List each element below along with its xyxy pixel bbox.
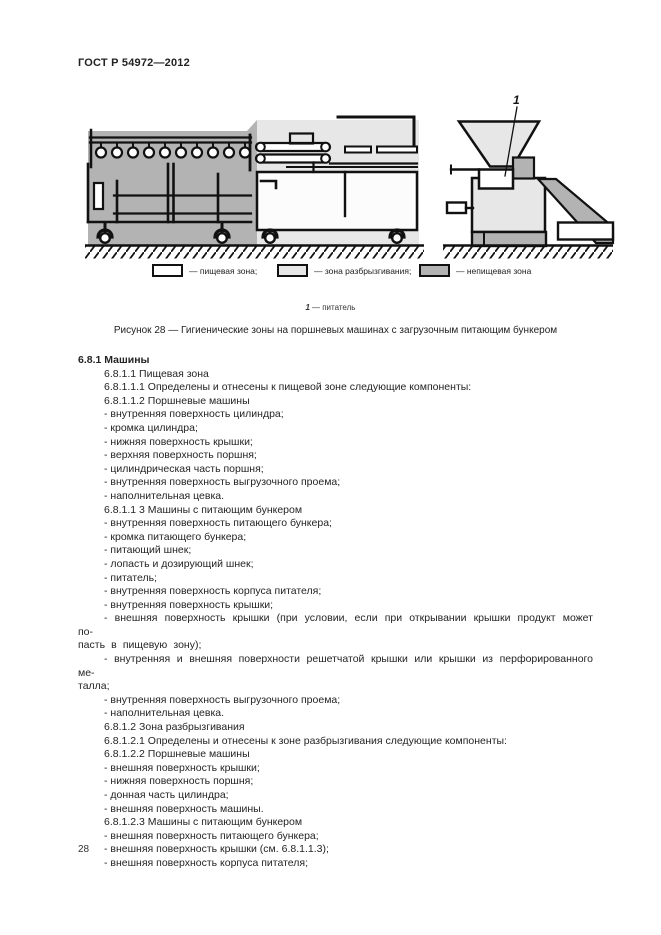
callout-number: 1 xyxy=(305,303,310,312)
paragraph: 6.8.1.2.1 Определены и отнесены к зоне р… xyxy=(104,734,507,747)
conveyor xyxy=(254,132,419,174)
paragraph: - внутренняя поверхность корпуса питател… xyxy=(104,585,322,598)
paragraph: - внешняя поверхность корпуса питателя; xyxy=(104,856,309,869)
section-heading: 6.8.1 Машины xyxy=(78,354,150,366)
outfeed-box xyxy=(556,221,615,241)
machines-diagram: 1 xyxy=(85,93,615,259)
paragraph: - внешняя поверхность машины. xyxy=(104,802,264,815)
feeder-trough xyxy=(477,168,515,190)
cabinet-door xyxy=(92,181,105,211)
paragraph: - питающий шнек; xyxy=(104,544,192,557)
paragraph: - наполнительная цевка. xyxy=(104,489,225,502)
paragraph: - внутренняя поверхность цилиндра; xyxy=(104,408,284,421)
paragraph: - нижняя поверхность поршня; xyxy=(104,775,254,788)
body-handle xyxy=(259,179,278,190)
legend-swatch-splash-zone xyxy=(277,264,308,277)
undercarriage-frame xyxy=(86,162,253,224)
paragraph: - цилиндрическая часть поршня; xyxy=(104,462,264,475)
callout-text: — питатель xyxy=(311,303,356,312)
paragraph: 6.8.1.1 Пищевая зона xyxy=(104,367,209,380)
legend-label-nonfood-zone: — непищевая зона xyxy=(456,265,532,276)
piston-machine xyxy=(86,115,419,246)
paragraph: - верхняя поверхность поршня; xyxy=(104,449,257,462)
paragraph: - внешняя поверхность крышки (см. 6.8.1.… xyxy=(104,843,329,856)
ground-hatching xyxy=(85,244,613,259)
paragraph: 6.8.1.1.2 Поршневые машины xyxy=(104,394,250,407)
machine-body xyxy=(255,170,419,232)
paragraph: 6.8.1.2 Зона разбрызгивания xyxy=(104,721,245,734)
paragraph: 6.8.1.1 3 Машины с питающим бункером xyxy=(104,503,303,516)
paragraph: - внутренняя поверхность выгрузочного пр… xyxy=(104,693,341,706)
paragraph: - внутренняя поверхность питающего бунке… xyxy=(104,517,332,530)
paragraph: - кромка цилиндра; xyxy=(104,421,198,434)
top-frame xyxy=(336,115,416,148)
paragraph: - кромка питающего бункера; xyxy=(104,530,247,543)
legend-label-splash-zone: — зона разбрызгивания; xyxy=(314,265,412,276)
legend-swatch-food-zone xyxy=(152,264,183,277)
legend-item-splash-zone: — зона разбрызгивания; xyxy=(277,264,411,277)
legend-swatch-nonfood-zone xyxy=(419,264,450,277)
paragraph: - наполнительная цевка. xyxy=(104,707,225,720)
paragraph: - внутренняя и внешняя поверхности решет… xyxy=(78,653,593,693)
paragraph: 6.8.1.1.1 Определены и отнесены к пищево… xyxy=(104,381,472,394)
page-number: 28 xyxy=(78,844,90,855)
chute-block xyxy=(511,156,536,180)
paragraph: - питатель; xyxy=(104,571,157,584)
legend-item-nonfood-zone: — непищевая зона xyxy=(419,264,531,277)
paragraph: - нижняя поверхность крышки; xyxy=(104,435,253,448)
callout-number-label: 1 xyxy=(513,93,520,107)
paragraph: 6.8.1.2.3 Машины с питающим бункером xyxy=(104,816,303,829)
paragraph: - внутренняя поверхность выгрузочного пр… xyxy=(104,476,341,489)
paragraph: - лопасть и дозирующий шнек; xyxy=(104,557,254,570)
paragraph: - внешняя поверхность крышки; xyxy=(104,761,260,774)
figure-callout: 1— питатель xyxy=(0,303,661,312)
casters xyxy=(96,221,406,244)
side-box xyxy=(445,201,468,215)
page-header: ГОСТ Р 54972—2012 xyxy=(78,57,190,69)
paragraph: - донная часть цилиндра; xyxy=(104,789,229,801)
callout-leader-line xyxy=(504,106,518,177)
rail-rollers xyxy=(94,142,252,159)
paragraph: - внешняя поверхность крышки (при услови… xyxy=(78,612,593,652)
paragraph: - внутренняя поверхность крышки; xyxy=(104,598,274,611)
hopper-machine: 1 xyxy=(445,93,615,248)
figure-caption: Рисунок 28 — Гигиенические зоны на поршн… xyxy=(113,325,558,336)
legend-label-food-zone: — пищевая зона; xyxy=(189,265,258,276)
paragraph: 6.8.1.2.2 Поршневые машины xyxy=(104,748,250,761)
legend-item-food-zone: — пищевая зона; xyxy=(152,264,257,277)
paragraph: - внешняя поверхность питающего бункера; xyxy=(104,829,319,842)
figure-legend: — пищевая зона; — зона разбрызгивания; —… xyxy=(0,264,661,280)
